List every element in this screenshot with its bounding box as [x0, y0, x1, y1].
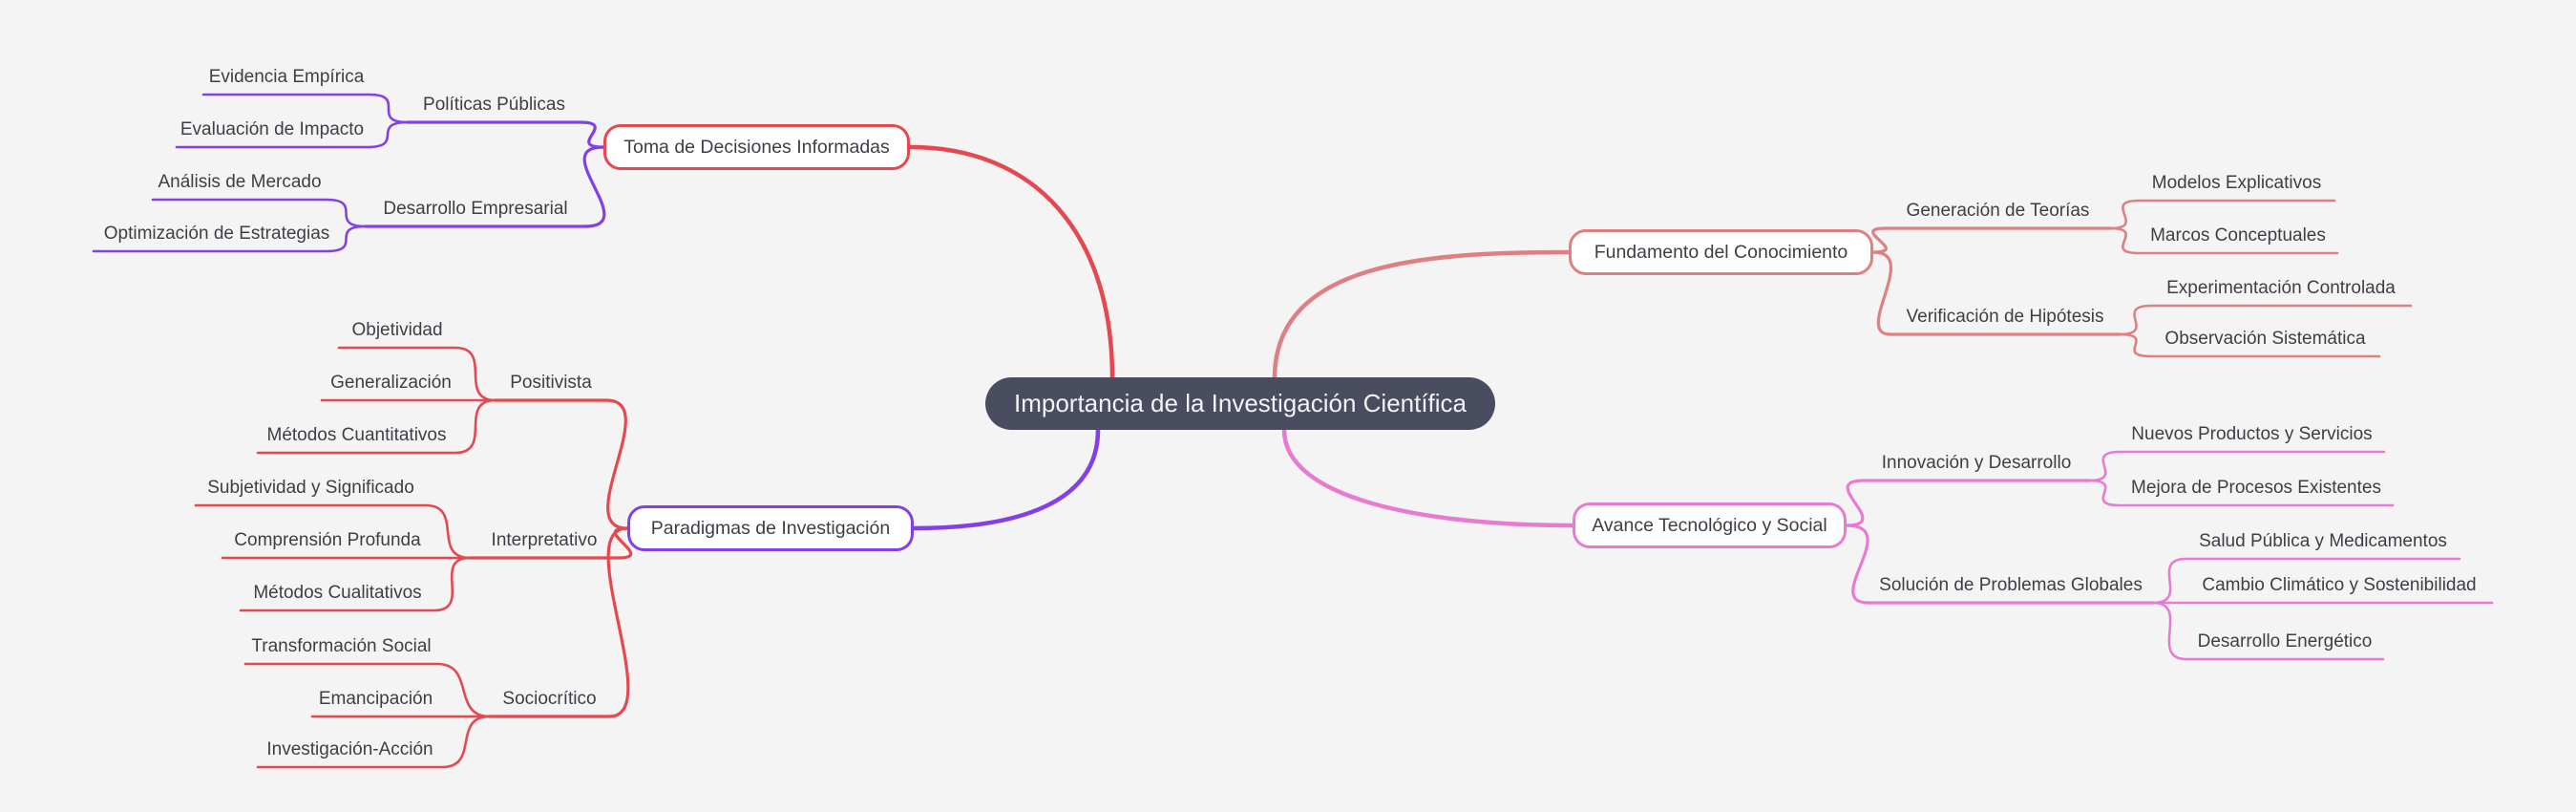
link-metodos-cuantitativos	[256, 398, 497, 455]
node-emancipacion[interactable]: Emancipación	[318, 689, 433, 709]
node-evaluacion-impacto[interactable]: Evaluación de Impacto	[179, 119, 365, 139]
node-innovacion-desarrollo[interactable]: Innovación y Desarrollo	[1881, 453, 2072, 473]
node-salud-publica[interactable]: Salud Pública y Medicamentos	[2199, 531, 2447, 551]
node-metodos-cuantitativos[interactable]: Métodos Cuantitativos	[266, 425, 447, 445]
link-root-paradigmas	[911, 427, 1101, 531]
link-analisis	[151, 198, 368, 228]
link-objetividad	[337, 346, 497, 402]
link-energetico	[2151, 601, 2385, 661]
branch-avance[interactable]: Avance Tecnológico y Social	[1573, 502, 1847, 548]
link-evaluacion	[175, 120, 410, 149]
link-evidencia	[201, 93, 410, 124]
node-generalizacion[interactable]: Generalización	[330, 373, 452, 393]
node-desarrollo-empresarial[interactable]: Desarrollo Empresarial	[383, 199, 568, 219]
link-root-avance	[1281, 427, 1575, 528]
node-objetividad[interactable]: Objetividad	[351, 320, 443, 340]
link-desarrollo	[364, 145, 606, 228]
branch-fundamento[interactable]: Fundamento del Conocimiento	[1569, 229, 1873, 275]
node-transformacion-social[interactable]: Transformación Social	[251, 636, 432, 656]
link-innovacion	[1845, 479, 2091, 527]
node-evidencia-empirica[interactable]: Evidencia Empírica	[208, 67, 365, 87]
link-root-fundamento	[1272, 249, 1572, 381]
link-observacion	[2118, 332, 2381, 358]
node-verificacion-hipotesis[interactable]: Verificación de Hipótesis	[1906, 307, 2104, 327]
link-marcos	[2108, 226, 2339, 255]
node-sociocritico[interactable]: Sociocrítico	[502, 689, 597, 709]
link-experimentacion	[2118, 304, 2413, 336]
node-comprension-profunda[interactable]: Comprensión Profunda	[234, 530, 421, 550]
node-interpretativo[interactable]: Interpretativo	[491, 530, 598, 550]
node-subjetividad-significado[interactable]: Subjetividad y Significado	[207, 478, 414, 498]
link-politicas	[406, 120, 605, 149]
branch-paradigmas[interactable]: Paradigmas de Investigación	[627, 505, 914, 551]
branch-toma[interactable]: Toma de Decisiones Informadas	[603, 124, 910, 170]
node-nuevos-productos[interactable]: Nuevos Productos y Servicios	[2131, 424, 2373, 444]
node-observacion-sistematica[interactable]: Observación Sistemática	[2164, 329, 2366, 349]
link-salud	[2151, 557, 2461, 605]
node-metodos-cualitativos[interactable]: Métodos Cualitativos	[253, 583, 422, 603]
link-metodos-cualitativos	[239, 556, 472, 612]
node-mejora-procesos[interactable]: Mejora de Procesos Existentes	[2131, 478, 2381, 498]
link-generacion	[1871, 226, 2112, 254]
link-investigacion-accion	[256, 715, 492, 769]
link-modelos	[2108, 199, 2336, 230]
node-marcos-conceptuales[interactable]: Marcos Conceptuales	[2150, 225, 2326, 246]
link-transformacion	[243, 662, 492, 718]
root-node[interactable]: Importancia de la Investigación Científi…	[985, 377, 1495, 430]
node-solucion-problemas-globales[interactable]: Solución de Problemas Globales	[1879, 575, 2143, 595]
link-positivista	[494, 398, 629, 530]
node-modelos-explicativos[interactable]: Modelos Explicativos	[2151, 173, 2322, 193]
node-desarrollo-energetico[interactable]: Desarrollo Energético	[2197, 631, 2373, 652]
link-verificacion	[1871, 250, 2122, 336]
link-sociocritico	[488, 526, 630, 718]
link-solucion	[1845, 524, 2155, 605]
node-experimentacion-controlada[interactable]: Experimentación Controlada	[2166, 278, 2396, 298]
link-nuevos	[2087, 450, 2386, 482]
node-investigacion-accion[interactable]: Investigación-Acción	[266, 739, 433, 759]
link-root-toma	[907, 144, 1115, 381]
node-positivista[interactable]: Positivista	[510, 373, 592, 393]
link-subjetividad	[194, 503, 472, 560]
node-optimizacion-estrategias[interactable]: Optimización de Estrategias	[103, 224, 330, 244]
link-mejora	[2087, 479, 2395, 507]
link-optimizacion	[92, 224, 368, 253]
node-cambio-climatico[interactable]: Cambio Climático y Sostenibilidad	[2202, 575, 2477, 595]
node-generacion-teorias[interactable]: Generación de Teorías	[1906, 201, 2090, 221]
node-analisis-mercado[interactable]: Análisis de Mercado	[158, 172, 322, 192]
node-politicas-publicas[interactable]: Políticas Públicas	[423, 95, 565, 115]
